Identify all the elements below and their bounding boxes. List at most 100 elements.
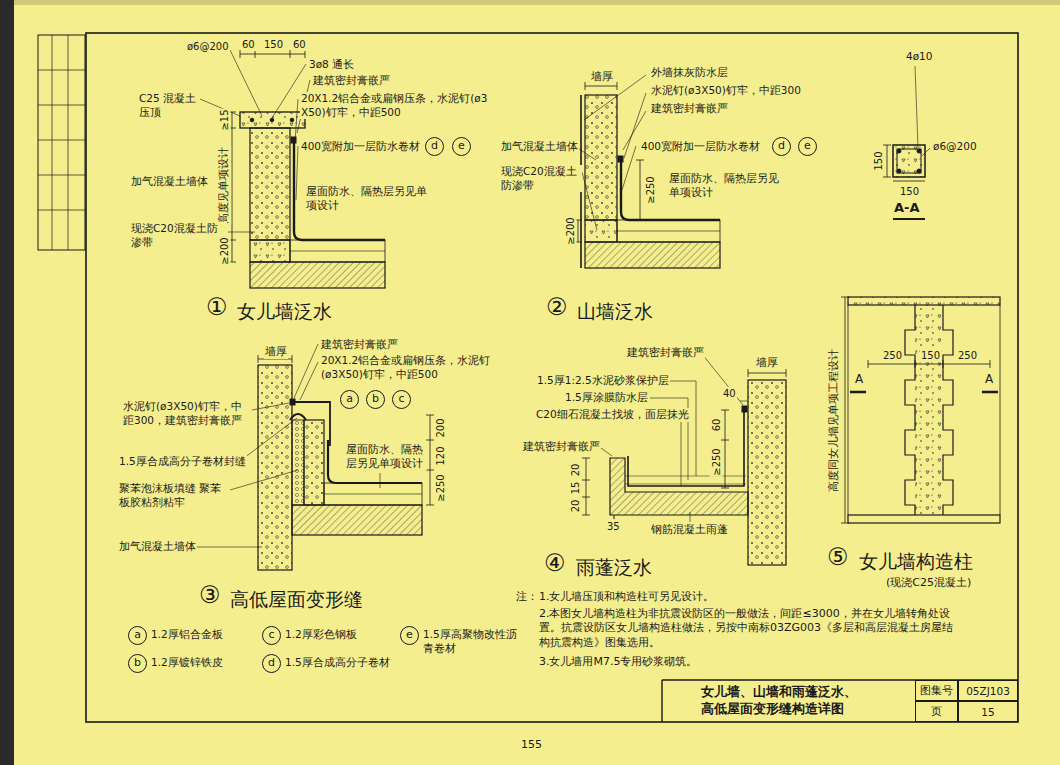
dimension-text: ≥200 <box>218 236 231 265</box>
annotation-text: 150 <box>920 349 941 362</box>
annotation-text: 墙厚 <box>755 356 779 370</box>
title-block-cell: 05ZJ103 <box>958 680 1018 701</box>
annotation-text: 水泥钉(ø3X50)钉牢，中距300 <box>650 84 802 98</box>
annotation-text: 3ø8 通长 <box>308 58 355 72</box>
sheet-frame <box>38 33 1018 722</box>
constructional-column <box>841 297 1000 523</box>
legend-text: 1.5厚合成高分子卷材 <box>284 656 391 670</box>
annotation-text: 155 <box>520 738 543 752</box>
annotation-text: C20细石混凝土找坡，面层抹光 <box>535 408 690 422</box>
legend-text: 1.2厚铝合金板 <box>150 628 224 642</box>
dimension-text: 15 <box>569 481 582 496</box>
dimension-text: ≥250 <box>644 175 657 204</box>
annotation-text: 建筑密封膏嵌严 <box>626 346 705 360</box>
annotation-text: 现浇C20混凝土防渗带 <box>500 165 582 192</box>
material-callout: d <box>425 137 444 156</box>
annotation-text: ① <box>205 292 229 323</box>
dimension-text: 120 <box>434 445 447 466</box>
annotation-text: 250 <box>957 349 978 362</box>
annotation-text: 聚苯泡沫板填缝 聚苯板胶粘剂粘牢 <box>118 482 230 509</box>
annotation-text: A <box>854 372 864 388</box>
dimension-text: ≥250 <box>434 473 447 502</box>
annotation-text: ⑤ <box>826 542 850 573</box>
annotation-text: 屋面防水、隔热层另见单项设计 <box>305 185 432 212</box>
annotation-text: 20X1.2铝合金或扁钢压条，水泥钉(ø3X50)钉牢，中距500 <box>320 354 497 381</box>
material-callout: d <box>772 137 791 156</box>
annotation-text: 屋面防水、隔热层另见单项设计 <box>668 172 780 199</box>
cell-text: 图集号 <box>920 684 953 698</box>
annotation-text: 60 <box>241 38 256 51</box>
annotation-text: 60 <box>292 38 307 51</box>
annotation-text: 建筑密封膏嵌严 <box>650 102 729 116</box>
annotation-text: C25 混凝土 压顶 <box>138 92 200 119</box>
dimension-text: 20 <box>569 463 582 478</box>
annotation-text: 墙厚 <box>590 70 614 84</box>
material-callout: e <box>452 137 471 156</box>
annotation-text: 150 <box>899 185 920 198</box>
annotation-text: 水泥钉(ø3X50)钉牢，中距300，建筑密封膏嵌严 <box>122 400 252 427</box>
annotation-text: 1.5厚合成高分子卷材封缝 <box>118 455 247 469</box>
dimension-text: ≥15 <box>218 108 231 131</box>
annotation-text: 建筑密封膏嵌严 <box>320 338 399 352</box>
dimension-text: 高度同女儿墙见单项工程设计 <box>827 348 841 493</box>
annotation-text: ③ <box>198 580 222 611</box>
annotation-text: 钢筋混凝土雨蓬 <box>650 523 729 537</box>
annotation-text: A <box>984 372 994 388</box>
cell-text: 15 <box>981 706 994 718</box>
annotation-text: 20X1.2铝合金或扁钢压条，水泥钉(ø3X50)钉牢，中距500 <box>300 92 492 119</box>
annotation-text: ② <box>545 292 569 323</box>
dimension-text: ≥200 <box>564 216 577 245</box>
annotation-text: 400宽附加一层防水卷材 <box>640 140 761 154</box>
material-callout: e <box>400 626 419 645</box>
annotation-text: 女儿墙构造柱 <box>858 549 974 574</box>
annotation-text: 40 <box>722 387 737 400</box>
annotation-text: 女儿墙泛水 <box>236 299 333 324</box>
annotation-text: 加气混凝土墙体 <box>500 140 579 154</box>
annotation-text: ④ <box>543 548 567 579</box>
cell-text: 页 <box>931 705 942 719</box>
cell-text: 05ZJ103 <box>966 685 1010 697</box>
annotation-text: 雨蓬泛水 <box>575 555 653 580</box>
material-callout: b <box>128 654 147 673</box>
title-block-cell: 15 <box>958 701 1018 722</box>
section-aa <box>883 66 930 219</box>
annotation-text: 山墙泛水 <box>576 299 654 324</box>
annotation-text: 加气混凝土墙体 <box>130 175 209 189</box>
dimension-text: 高度见单项设计 <box>217 146 231 225</box>
annotation-text: 1.5厚涂膜防水层 <box>564 391 649 405</box>
material-callout: b <box>366 390 385 409</box>
material-callout: a <box>128 626 147 645</box>
annotation-text: 400宽附加一层防水卷材 <box>300 140 421 154</box>
annotation-text: 1.女儿墙压顶和构造柱可另见设计。 <box>538 590 716 604</box>
annotation-text: 250 <box>882 349 903 362</box>
dimension-text: ≥250 <box>710 447 723 476</box>
annotation-text: 加气混凝土墙体 <box>118 540 197 554</box>
material-callout: a <box>340 390 359 409</box>
annotation-text: 注： <box>515 590 539 604</box>
title-block-cell: 图集号 <box>915 680 958 701</box>
dimension-text: 150 <box>872 150 885 171</box>
annotation-text: 4ø10 <box>905 50 933 64</box>
annotation-text: ø6@200 <box>932 140 978 154</box>
annotation-text: 外墙抹灰防水层 <box>650 66 729 80</box>
annotation-text: 150 <box>263 38 284 51</box>
sheet-title: 女儿墙、山墙和雨蓬泛水、高低屋面变形缝构造详图 <box>700 684 862 718</box>
annotation-text: 墙厚 <box>264 345 288 359</box>
annotation-text: 3.女儿墙用M7.5专用砂浆砌筑。 <box>538 655 698 669</box>
annotation-text: 2.本图女儿墙构造柱为非抗震设防区的一般做法，间距≤3000，并在女儿墙转角处设… <box>538 607 960 650</box>
dimension-text: 200 <box>434 417 447 438</box>
annotation-text: A-A <box>893 200 921 217</box>
legend-text: 1.2厚彩色钢板 <box>284 628 358 642</box>
annotation-text: ø6@200 <box>186 40 230 53</box>
material-callout: c <box>392 390 411 409</box>
material-callout: c <box>262 626 281 645</box>
legend-text: 1.5厚高聚物改性沥青卷材 <box>422 628 524 655</box>
annotation-text: 1.5厚1:2.5水泥砂浆保护层 <box>536 374 670 388</box>
dimension-text: 60 <box>710 418 723 433</box>
material-callout: e <box>798 137 817 156</box>
annotation-text: 屋面防水、隔热层另见单项设计 <box>345 443 427 470</box>
legend-text: 1.2厚镀锌铁皮 <box>150 656 224 670</box>
annotation-text: 建筑密封膏嵌严 <box>522 440 601 454</box>
annotation-text: 现浇C20混凝土防渗带 <box>130 222 227 249</box>
